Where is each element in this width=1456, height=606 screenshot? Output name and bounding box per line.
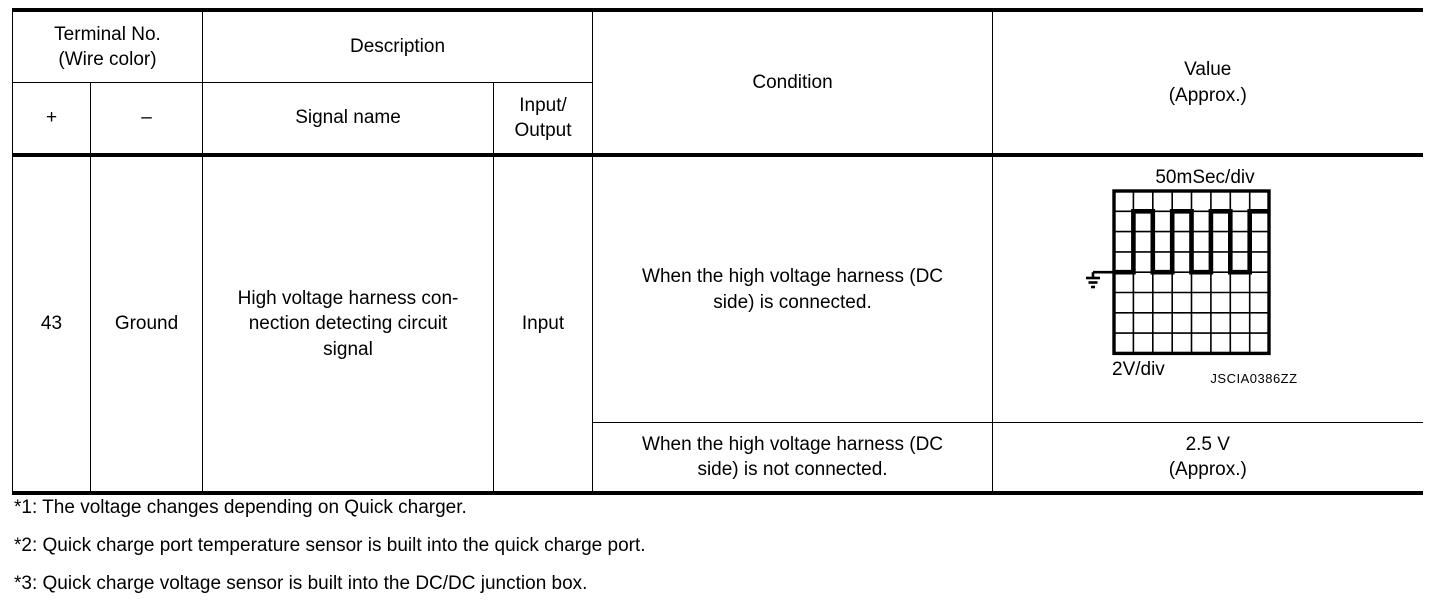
ground-symbol-icon: [1086, 270, 1115, 288]
cell-condition-connected: When the high voltage harness (DC side) …: [592, 153, 994, 423]
time-per-div-label: 50mSec/div: [1155, 167, 1255, 188]
header-value-line1: Value: [1184, 59, 1232, 81]
volts-per-div-label: 2V/div: [1112, 359, 1165, 380]
condition-1-line2: side) is connected.: [713, 291, 872, 313]
header-condition: Condition: [592, 10, 994, 156]
cell-signal-name: High voltage harness con- nection detect…: [202, 153, 494, 493]
condition-2-line2: side) is not connected.: [697, 459, 888, 480]
header-plus: +: [12, 82, 91, 156]
header-input-output: Input/ Output: [492, 82, 594, 156]
footnote-2: *2: Quick charge port temperature sensor…: [14, 535, 646, 556]
cell-terminal-minus: Ground: [90, 153, 203, 493]
value-2-line2: (Approx.): [1168, 459, 1247, 480]
value-2-line1: 2.5 V: [1185, 433, 1230, 455]
terminal-specification-table: Terminal No. (Wire color) Description Co…: [12, 8, 1423, 495]
cell-input-output: Input: [492, 153, 594, 493]
header-terminal-no: Terminal No. (Wire color): [12, 10, 203, 83]
header-output-label: Output: [514, 120, 572, 141]
footnote-1: *1: The voltage changes depending on Qui…: [14, 497, 467, 518]
header-signal-name: Signal name: [202, 82, 494, 156]
condition-1-line1: When the high voltage harness (DC: [642, 266, 944, 288]
figure-code-label: JSCIA0386ZZ: [1210, 371, 1297, 386]
condition-2-line1: When the high voltage harness (DC: [642, 433, 944, 455]
header-description: Description: [201, 10, 594, 83]
header-terminal-no-line2: (Wire color): [58, 49, 157, 70]
square-wave-trace: [1114, 208, 1270, 274]
footnote-3: *3: Quick charge voltage sensor is built…: [14, 573, 588, 594]
cell-value-waveform: 50mSec/div: [992, 153, 1423, 423]
signal-name-line3: signal: [323, 338, 373, 360]
header-terminal-no-line1: Terminal No.: [54, 23, 161, 45]
oscilloscope-trace-svg: 50mSec/div: [1086, 167, 1297, 386]
waveform-figure: 50mSec/div: [993, 161, 1423, 419]
header-value-line2: (Approx.): [1168, 84, 1247, 106]
header-value: Value (Approx.): [992, 10, 1423, 156]
footnotes-list: *1: The voltage changes depending on Qui…: [14, 492, 1434, 606]
cell-value-voltage: 2.5 V (Approx.): [992, 422, 1423, 494]
cell-condition-not-connected: When the high voltage harness (DC side) …: [592, 422, 994, 494]
header-minus: –: [90, 82, 203, 156]
header-input-label: Input/: [519, 94, 567, 116]
cell-terminal-plus: 43: [12, 153, 91, 493]
signal-name-line1: High voltage harness con-: [237, 288, 459, 310]
signal-name-line2: nection detecting circuit: [248, 313, 448, 335]
